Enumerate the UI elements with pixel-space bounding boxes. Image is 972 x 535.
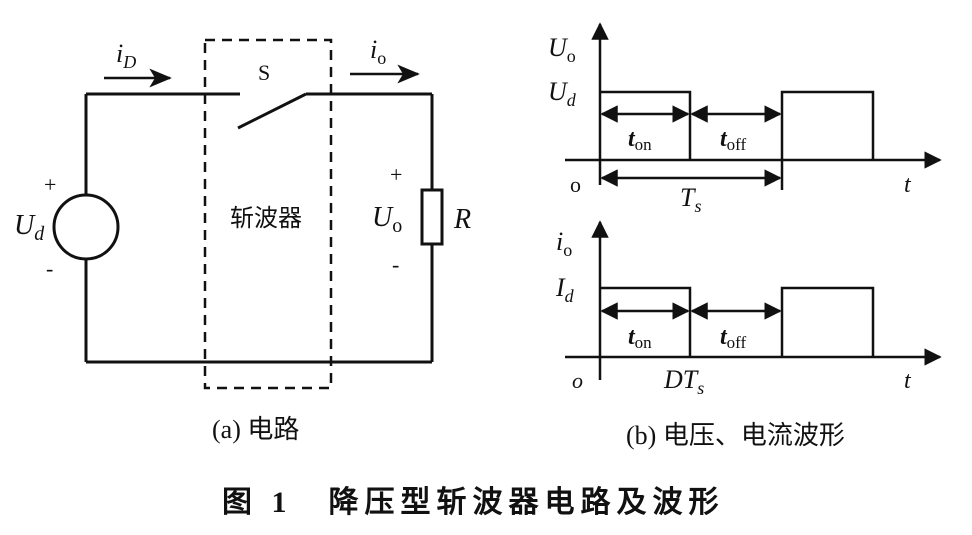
voltage-origin-label: o [570,172,581,197]
chopper-label: 斩波器 [230,205,302,232]
resistor [420,188,444,246]
voltage-waveform: Uo Ud ton toff o Ts t [548,22,942,216]
current-pulse-2 [780,286,875,357]
voltage-toff-label: toff [720,126,747,154]
switch-label: S [258,60,270,85]
current-level-label: Id [555,273,575,306]
chopper-box [203,38,333,390]
output-plus: + [390,162,402,187]
current-waveform: io Id ton toff o DTs t (b) 电压、电流波形 [555,220,942,450]
source-plus: + [44,172,56,197]
source-label: Ud [14,210,45,245]
circuit-diagram: iD S io + Ud - 斩波器 + Uo - R (a) 电路 [14,35,471,444]
current-time-label: t [904,368,912,394]
current-ton-label: ton [628,324,652,352]
voltage-axis-label: Uo [548,33,576,66]
figure-title: 图 1 降压型斩波器电路及波形 [222,486,725,519]
voltage-source [52,193,120,261]
source-minus: - [46,256,53,281]
resistor-label: R [453,204,471,235]
voltage-period-label: Ts [680,183,701,216]
current-duty-label: DTs [663,365,704,398]
output-minus: - [392,252,399,277]
current-out-label: io [370,35,386,68]
voltage-pulse-1 [600,90,692,160]
current-origin-label: o [572,368,583,393]
current-toff-label: toff [720,324,747,352]
current-pulse-1 [600,286,692,357]
circuit-caption: (a) 电路 [212,415,299,444]
output-label: Uo [372,202,402,237]
voltage-level-label: Ud [548,77,577,110]
current-in-label: iD [116,39,136,72]
waveforms-caption: (b) 电压、电流波形 [626,421,845,450]
switch-blade [237,92,307,130]
current-axis-label: io [556,227,572,260]
voltage-time-label: t [904,172,912,198]
voltage-pulse-2 [780,90,875,160]
voltage-ton-label: ton [628,126,652,154]
